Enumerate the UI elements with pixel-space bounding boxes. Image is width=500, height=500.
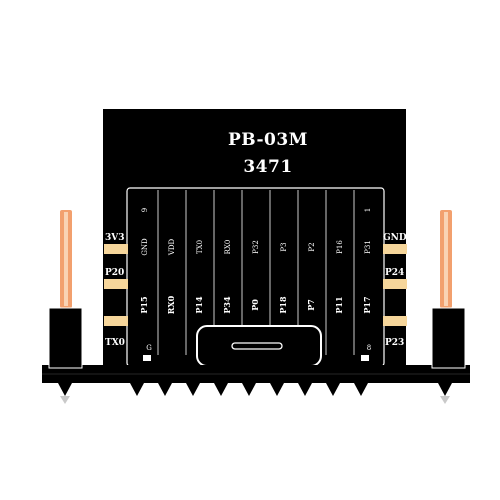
pin-tip <box>214 383 228 396</box>
edge-label-right: P24 <box>385 268 404 278</box>
top-label: P31 <box>364 240 372 254</box>
bottom-label: P7 <box>306 299 316 311</box>
solder-pad <box>383 316 407 326</box>
top-label: RX0 <box>224 240 232 255</box>
solder-pad <box>104 316 128 326</box>
top-label: P16 <box>336 240 344 254</box>
pin-tip-silver <box>60 396 70 404</box>
pin-tip <box>130 383 144 396</box>
bottom-label: RX0 <box>166 295 176 314</box>
top-label: P2 <box>308 242 316 251</box>
pin-tip <box>354 383 368 396</box>
outer-pin-tips <box>60 396 450 404</box>
pin-tip <box>186 383 200 396</box>
bottom-label: P17 <box>362 296 372 313</box>
edge-label-left: 3V3 <box>105 233 125 243</box>
bottom-label: P14 <box>194 296 204 314</box>
edge-label-right: GND <box>383 233 407 243</box>
header-block-right <box>431 307 466 369</box>
pin-tip-silver <box>440 396 450 404</box>
pin-tip <box>438 383 452 396</box>
solder-pad <box>104 279 128 289</box>
solder-pad <box>383 279 407 289</box>
pin-tip <box>326 383 340 396</box>
pin-tip <box>58 383 72 396</box>
code-label: 3471 <box>243 157 292 177</box>
usb-port-slot <box>231 342 283 350</box>
bottom-label: P11 <box>334 296 344 313</box>
top-row-labels: GND VDD TX0 RX0 P32 P3 P2 P16 P31 <box>141 238 372 256</box>
top-label: P32 <box>252 240 260 254</box>
corner-mark-right: 8 <box>367 344 371 352</box>
bottom-label: P34 <box>222 296 232 314</box>
header-pin-right-highlight <box>444 212 448 306</box>
top-label: TX0 <box>196 240 204 254</box>
pin-tip <box>270 383 284 396</box>
module-board <box>103 109 406 367</box>
bottom-label: P18 <box>278 296 288 314</box>
column-number-left: 9 <box>141 208 149 212</box>
corner-component <box>361 355 369 361</box>
bottom-label: P0 <box>250 299 260 311</box>
header-pin-left-highlight <box>64 212 68 306</box>
edge-label-right: P23 <box>385 338 404 348</box>
corner-mark-left: G <box>146 344 152 352</box>
corner-component <box>143 355 151 361</box>
pin-tip <box>242 383 256 396</box>
header-block-left <box>48 307 83 369</box>
model-label: PB-03M <box>228 130 308 150</box>
bottom-row-labels: P15 RX0 P14 P34 P0 P18 P7 P11 P17 <box>139 295 372 314</box>
top-label: GND <box>141 238 149 256</box>
top-label: P3 <box>280 242 288 251</box>
edge-label-left: TX0 <box>105 338 125 348</box>
top-label: VDD <box>168 238 176 256</box>
bottom-label: P15 <box>139 296 149 313</box>
solder-pad <box>104 244 128 254</box>
pin-tip <box>158 383 172 396</box>
solder-pad <box>383 244 407 254</box>
column-number-right: 1 <box>364 208 372 212</box>
header-pin-tips <box>58 383 452 396</box>
pin-tip <box>298 383 312 396</box>
edge-label-left: P20 <box>105 268 124 278</box>
